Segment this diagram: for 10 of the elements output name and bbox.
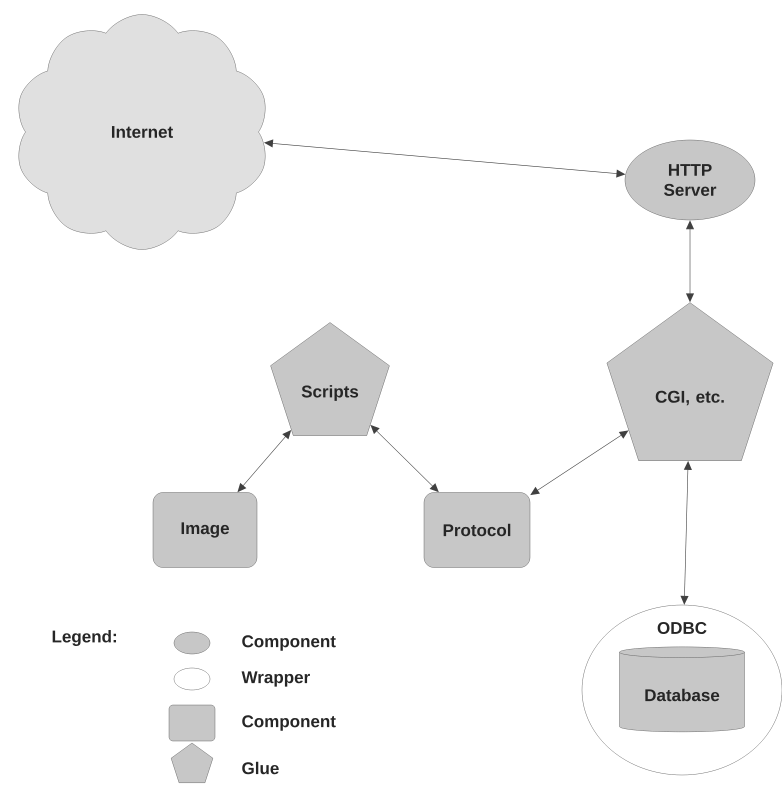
legend-text: Component [242, 715, 336, 731]
component-box: Protocol [424, 492, 530, 568]
glue-pentagon: CGI, etc. [606, 302, 774, 461]
component-box: Image [152, 492, 258, 568]
database-cylinder: Database [619, 646, 745, 732]
legend-text: Glue [242, 762, 279, 774]
glue-pentagon: Scripts [270, 322, 390, 436]
legend-text: Wrapper [242, 671, 310, 687]
legend-text: Component [242, 635, 336, 651]
legend-heading: Legend: [52, 630, 116, 646]
